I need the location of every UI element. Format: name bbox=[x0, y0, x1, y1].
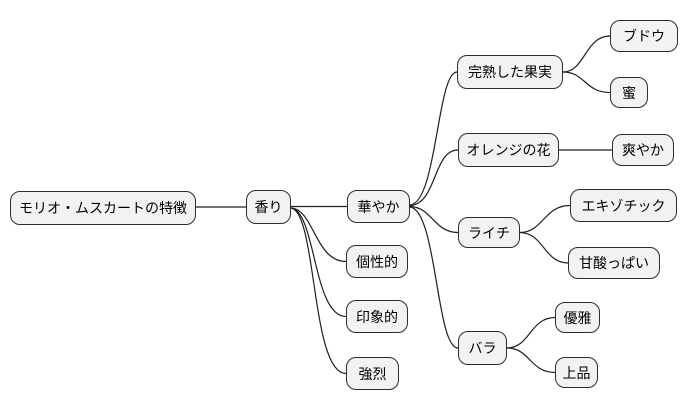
edge-aroma-to-distinctive bbox=[290, 207, 347, 263]
node-sweet-and-sour: 甘酸っぱい bbox=[568, 247, 660, 279]
edge-rose-to-refined bbox=[506, 347, 556, 374]
edge-gorgeous-to-lychee bbox=[409, 205, 459, 234]
node-orange-blossom: オレンジの花 bbox=[458, 133, 559, 167]
node-rose: バラ bbox=[458, 331, 507, 365]
node-honey: 蜜 bbox=[610, 77, 648, 108]
edge-ripe-fruit-to-grape bbox=[562, 35, 611, 73]
node-refined: 上品 bbox=[555, 357, 598, 388]
node-gorgeous: 華やか bbox=[347, 190, 410, 223]
edge-gorgeous-to-ripe-fruit bbox=[409, 71, 458, 206]
node-impressive: 印象的 bbox=[346, 300, 408, 333]
node-refreshing: 爽やか bbox=[612, 134, 674, 166]
node-ripe-fruit: 完熟した果実 bbox=[457, 55, 563, 89]
node-morio-muscat-features: モリオ・ムスカートの特徴 bbox=[10, 191, 196, 225]
edge-aroma-to-intense bbox=[290, 207, 347, 375]
edge-lychee-to-sweet-and-sour bbox=[519, 231, 569, 264]
node-exotic: エキゾチック bbox=[570, 189, 677, 222]
edge-gorgeous-to-orange-blossom bbox=[409, 149, 459, 207]
node-aroma: 香り bbox=[246, 190, 291, 224]
node-lychee: ライチ bbox=[458, 217, 520, 248]
edge-aroma-to-impressive bbox=[290, 207, 347, 318]
edge-ripe-fruit-to-honey bbox=[562, 71, 611, 94]
edge-gorgeous-to-rose bbox=[409, 206, 459, 349]
node-grape: ブドウ bbox=[610, 20, 678, 52]
edge-lychee-to-exotic bbox=[519, 204, 571, 234]
edge-rose-to-elegant bbox=[506, 316, 556, 349]
node-distinctive: 個性的 bbox=[346, 245, 408, 278]
node-elegant: 優雅 bbox=[555, 302, 600, 333]
node-intense: 強烈 bbox=[346, 357, 399, 390]
